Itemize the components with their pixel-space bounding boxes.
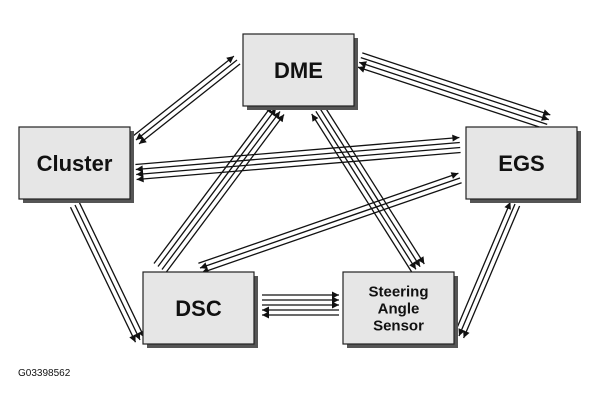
node-dme: DME [242, 33, 358, 110]
arrow-egs-to-cluster [136, 151, 461, 183]
arrow-egs-to-steering-angle-sensor [463, 205, 521, 339]
arrow-dme-to-egs [362, 52, 551, 117]
node-label: Sensor [373, 317, 424, 334]
arrow-cluster-to-dsc [78, 202, 146, 339]
arrow-dsc-to-egs [198, 172, 459, 264]
arrow-egs-to-dsc [201, 182, 462, 274]
arrow-dme-to-steering-angle-sensor [323, 105, 425, 265]
arrow-egs-to-steering-angle-sensor [458, 203, 516, 337]
arrow-egs-to-cluster [136, 146, 461, 178]
arrow-dsc-to-dme [165, 114, 285, 273]
arrow-dme-to-steering-angle-sensor [319, 108, 421, 268]
node-label: Cluster [37, 151, 113, 176]
arrow-dme-to-cluster [135, 59, 238, 141]
arrow-cluster-to-dme [132, 55, 235, 137]
figure-code: G03398562 [18, 368, 71, 379]
node-box [18, 126, 131, 200]
arrow-steering-angle-sensor-to-egs [453, 201, 511, 335]
node-label: EGS [498, 151, 544, 176]
arrow-dme-to-egs [360, 56, 550, 121]
node-box [242, 33, 355, 107]
arrow-cluster-to-egs [135, 134, 460, 166]
arrows-layer [69, 52, 551, 343]
node-label: Angle [378, 300, 420, 317]
node-box [342, 271, 455, 345]
arrow-cluster-to-dsc [74, 204, 141, 341]
arrow-dsc-to-dme [157, 108, 277, 267]
node-label: Steering [368, 283, 428, 300]
node-cluster: Cluster [18, 126, 134, 203]
node-box [142, 271, 255, 345]
node-label: DME [274, 58, 323, 83]
arrow-dme-to-cluster [138, 63, 241, 145]
node-egs: EGS [465, 126, 581, 203]
arrow-steering-angle-sensor-to-dme [311, 113, 413, 273]
arrow-dme-to-steering-angle-sensor [315, 110, 417, 270]
arrow-dsc-to-dme [161, 111, 281, 270]
node-box [465, 126, 578, 200]
node-label: DSC [175, 296, 222, 321]
arrow-egs-to-dme [357, 65, 546, 130]
arrow-egs-to-dme [358, 61, 548, 126]
node-dsc: DSC [142, 271, 258, 348]
arrow-egs-to-dsc [199, 177, 461, 270]
arrow-dsc-to-dme [153, 105, 273, 264]
arrow-egs-to-cluster [135, 141, 460, 173]
arrow-cluster-to-dsc [69, 206, 137, 343]
